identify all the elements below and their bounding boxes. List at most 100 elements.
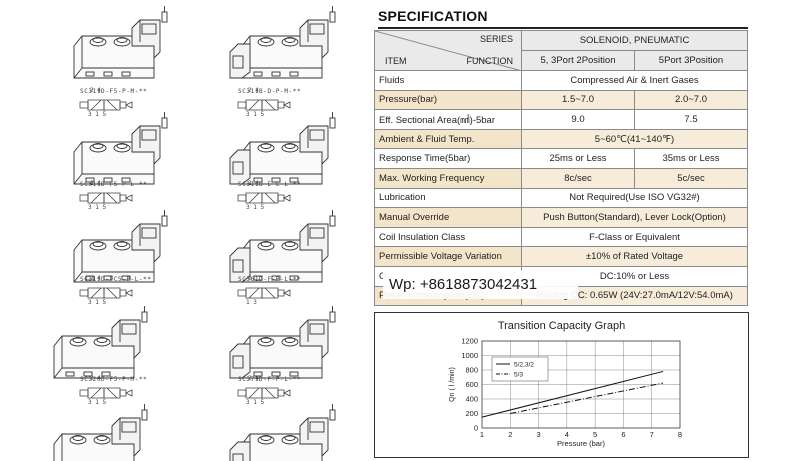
spec-row-label: Eff. Sectional Area(㎟)-5bar [374,109,522,130]
valve-code-7: SC320D-F5-P-M-** [80,376,148,383]
valve-drawing-8 [228,306,338,386]
valve-drawing-6 [228,210,338,290]
symbol-port-bottom: 3 1 5 [88,299,107,306]
valve-drawing-2 [228,6,338,86]
series-line-2 [510,382,664,414]
symbol-port-top: 2 4 [90,180,101,187]
spec-row-label: Coil Insulation Class [374,226,522,248]
y-tick-label: 800 [465,366,478,375]
valve-symbol-4: 2 4 3 1 5 [236,180,306,212]
valve-drawing-5 [60,210,170,290]
symbol-port-bottom: 3 1 5 [88,204,107,211]
spec-row-value-b: 2.0~7.0 [634,89,748,111]
spec-row-label: Max. Working Frequency [374,167,522,189]
spec-row-label: Response Time(5bar) [374,148,522,169]
valve-code-2: SC311B-D-P-M-** [238,88,302,95]
symbol-port-top: 2 4 [90,275,101,282]
spec-row-value-a: 25ms or Less [521,148,635,169]
header-diagonal-line [375,31,522,71]
y-tick-label: 400 [465,395,478,404]
symbol-port-bottom: 3 1 5 [246,111,265,118]
valve-drawing-7 [40,306,150,386]
x-tick-label: 3 [536,430,540,439]
valve-code-6: SC361D-F-P-L-** [238,276,302,283]
valve-code-3: SC311D-F5-P-L-** [80,181,148,188]
y-tick-label: 1200 [461,337,478,346]
x-tick-label: 6 [621,430,625,439]
series-label: SERIES [479,34,513,44]
y-axis-label: Qn ( l /min) [449,367,456,402]
spec-row-value: ±10% of Rated Voltage [521,246,748,267]
function-2position: 5, 3Port 2Position [521,50,635,71]
spec-row-label: Lubrication [374,187,522,209]
spec-row-label: Pressure(bar) [374,89,522,111]
symbol-port-top: 2 4 [248,375,259,382]
y-tick-label: 200 [465,409,478,418]
function-3position: 5Port 3Position [634,50,748,71]
spec-row-label: Permissible Voltage Variation [374,246,522,267]
spec-header-row-2: 5, 3Port 2Position 5Port 3Position [375,50,748,71]
valve-code-8: SC371D-F-P-L-** [238,376,302,383]
symbol-port-top: 2 4 [248,87,259,94]
symbol-port-top: 2 4 [248,180,259,187]
spec-row-value-a: 1.5~7.0 [521,89,635,111]
valve-symbol-5: 2 4 3 1 5 [78,275,148,307]
plot-frame [481,340,681,429]
valve-symbol-8: 2 4 3 1 5 [236,375,306,407]
spec-row-value-b: 7.5 [634,109,748,130]
spec-row-value-a: 8c/sec [521,167,635,189]
spec-header-row-1: SERIES ITEM FUNCTION SOLENOID, PNEUMATIC [374,30,748,71]
valve-symbol-3: 2 4 3 1 5 [78,180,148,212]
y-tick-label: 600 [465,380,478,389]
transition-capacity-graph: Transition Capacity Graph 0 200 400 600 800 1… [374,312,749,458]
symbol-port-bottom: 3 1 5 [246,399,265,406]
symbol-port-bottom: 3 1 5 [88,399,107,406]
series-line-1 [481,370,664,418]
x-tick-label: 5 [593,430,597,439]
spec-row-value-b: 35ms or Less [634,148,748,169]
valve-drawing-4 [228,112,338,192]
graph-title: Transition Capacity Graph [497,320,626,332]
valve-drawings-panel: SC311D-F5-P-M-** 2 4 3 1 5 SC311B-D-P-M-*… [0,0,372,461]
spec-row-value: Not Required(Use ISO VG32#) [521,187,748,209]
spec-row-value: F-Class or Equivalent [521,226,748,248]
valve-code-1: SC311D-F5-P-M-** [80,88,148,95]
x-tick-label: 4 [565,430,569,439]
legend-label-1: 5/2,3/2 [514,362,534,369]
spec-row-label: Manual Override [374,207,522,228]
valve-code-5: SC311D-FC5-P-L-** [80,276,152,283]
item-function-header-cell: SERIES ITEM FUNCTION [374,30,522,71]
symbol-port-bottom: 3 1 5 [246,204,265,211]
legend-label-2: 5/3 [514,372,523,379]
legend-box [491,356,549,382]
spec-row: Permissible Voltage Variation±10% of Rat… [374,246,748,267]
symbol-port-bottom: 3 1 5 [88,111,107,118]
spec-row-value-a: 9.0 [521,109,635,130]
x-axis-label: Pressure (bar) [557,439,605,448]
spec-title-rule [378,27,748,29]
x-tick-label: 2 [508,430,512,439]
spec-row-value-b: 5c/sec [634,167,748,189]
valve-symbol-2: 2 4 3 1 5 [236,87,306,119]
x-tick-label: 1 [480,430,484,439]
symbol-port-top: 2 [248,275,252,282]
contact-watermark: Wp: +8618873042431 [383,270,578,299]
spec-row-label: Fluids [374,70,522,91]
valve-drawing-1 [60,6,170,86]
valve-drawing-3 [60,112,170,192]
series-value: SOLENOID, PNEUMATIC [521,30,748,51]
x-tick-label: 7 [650,430,654,439]
y-tick-label: 0 [474,424,478,433]
spec-title: SPECIFICATION [378,8,488,24]
spec-row-value: Push Button(Standard), Lever Lock(Option… [521,207,748,228]
valve-code-4: SC311B-E-L-L-** [238,181,302,188]
valve-drawing-10 [228,404,338,461]
spec-row-value: Holding DC: 0.65W (24V:27.0mA/12V:54.0mA… [521,285,748,307]
